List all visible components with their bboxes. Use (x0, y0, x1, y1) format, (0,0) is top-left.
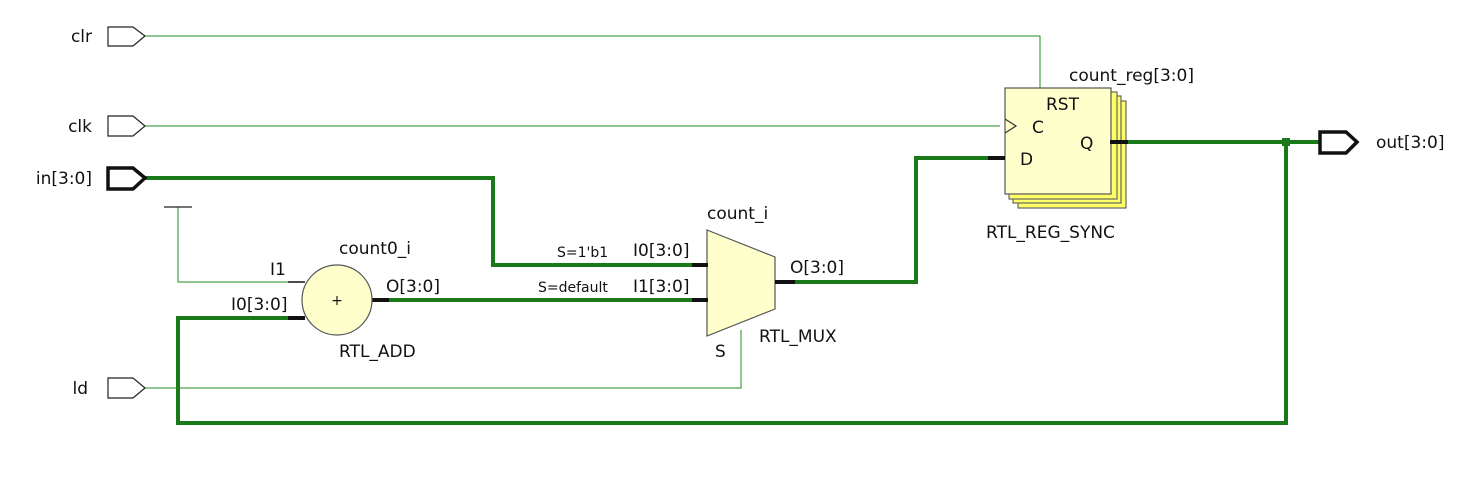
wire-clr[interactable] (145, 35, 1041, 88)
register-instance-name: count_reg[3:0] (1069, 66, 1194, 86)
wire-ld[interactable] (145, 330, 742, 389)
adder-pin-i1-label: I1 (270, 260, 286, 280)
wire-feedback[interactable] (176, 142, 1288, 425)
port-out-arrow[interactable] (1318, 130, 1360, 155)
register-clock-marker (1004, 118, 1018, 134)
port-clk[interactable]: clk (68, 115, 146, 137)
port-ld-arrow[interactable] (107, 377, 146, 399)
port-ld-label: ld (72, 379, 88, 399)
register-pin-d-label: D (1020, 150, 1033, 170)
mux-pin-i1-label: I1[3:0] (633, 277, 689, 297)
port-ld[interactable]: ld (72, 377, 146, 399)
register-type-label: RTL_REG_SYNC (986, 223, 1115, 243)
adder-cell[interactable]: + count0_i RTL_ADD I1 I0[3:0] O[3:0] (231, 239, 440, 362)
adder-pin-o-label: O[3:0] (386, 277, 440, 297)
register-cell[interactable]: count_reg[3:0] RTL_REG_SYNC RST C D Q (986, 66, 1194, 243)
port-in[interactable]: in[3:0] (36, 166, 148, 191)
mux-body[interactable] (706, 229, 776, 337)
register-pin-c-label: C (1032, 118, 1044, 138)
port-clk-label: clk (68, 117, 92, 137)
wire-const-i1[interactable] (177, 207, 303, 283)
mux-cond-i0: S=1'b1 (557, 245, 608, 261)
mux-type-label: RTL_MUX (759, 327, 837, 347)
register-pin-q-label: Q (1080, 134, 1093, 154)
wire-in[interactable] (145, 176, 708, 267)
mux-instance-name: count_i (707, 204, 768, 224)
mux-pin-o-label: O[3:0] (790, 258, 844, 278)
port-clr[interactable]: clr (71, 26, 146, 47)
mux-cond-i1: S=default (538, 280, 608, 296)
port-clr-label: clr (71, 27, 92, 47)
adder-pin-i0-label: I0[3:0] (231, 295, 287, 315)
mux-cell[interactable]: count_i RTL_MUX I0[3:0] I1[3:0] S O[3:0]… (538, 204, 844, 362)
mux-pin-s-label: S (715, 342, 726, 362)
port-out-label: out[3:0] (1376, 133, 1444, 153)
adder-instance-name: count0_i (339, 239, 411, 259)
adder-symbol: + (331, 293, 343, 309)
register-body[interactable] (1004, 87, 1112, 195)
port-in-label: in[3:0] (36, 169, 92, 189)
adder-body[interactable] (301, 264, 373, 336)
port-clr-arrow[interactable] (107, 26, 146, 47)
mux-pin-i0-label: I0[3:0] (633, 241, 689, 261)
port-clk-arrow[interactable] (107, 115, 146, 137)
adder-type-label: RTL_ADD (339, 342, 416, 362)
junction-dot (1282, 138, 1290, 146)
wire-mux-out[interactable] (775, 156, 1005, 284)
port-out[interactable]: out[3:0] (1318, 130, 1444, 155)
port-in-arrow[interactable] (106, 166, 148, 191)
register-pin-rst-label: RST (1046, 95, 1080, 115)
